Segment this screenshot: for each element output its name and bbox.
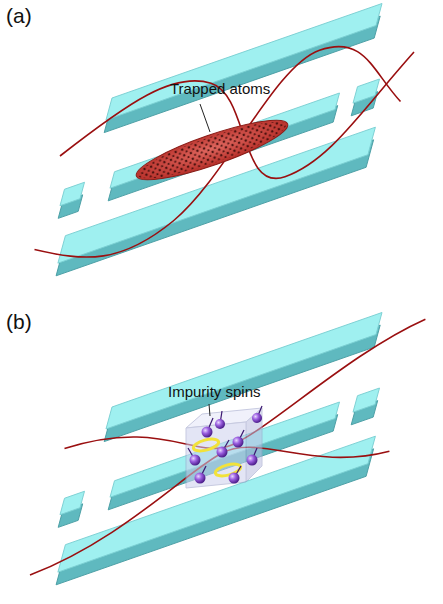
waveguide-b xyxy=(29,302,425,590)
callout-label: Trapped atoms xyxy=(170,80,270,97)
panel-label: (b) xyxy=(6,310,32,334)
panel-label: (a) xyxy=(6,4,32,28)
callout-label: Impurity spins xyxy=(168,383,261,400)
waveguide-a xyxy=(25,0,430,285)
